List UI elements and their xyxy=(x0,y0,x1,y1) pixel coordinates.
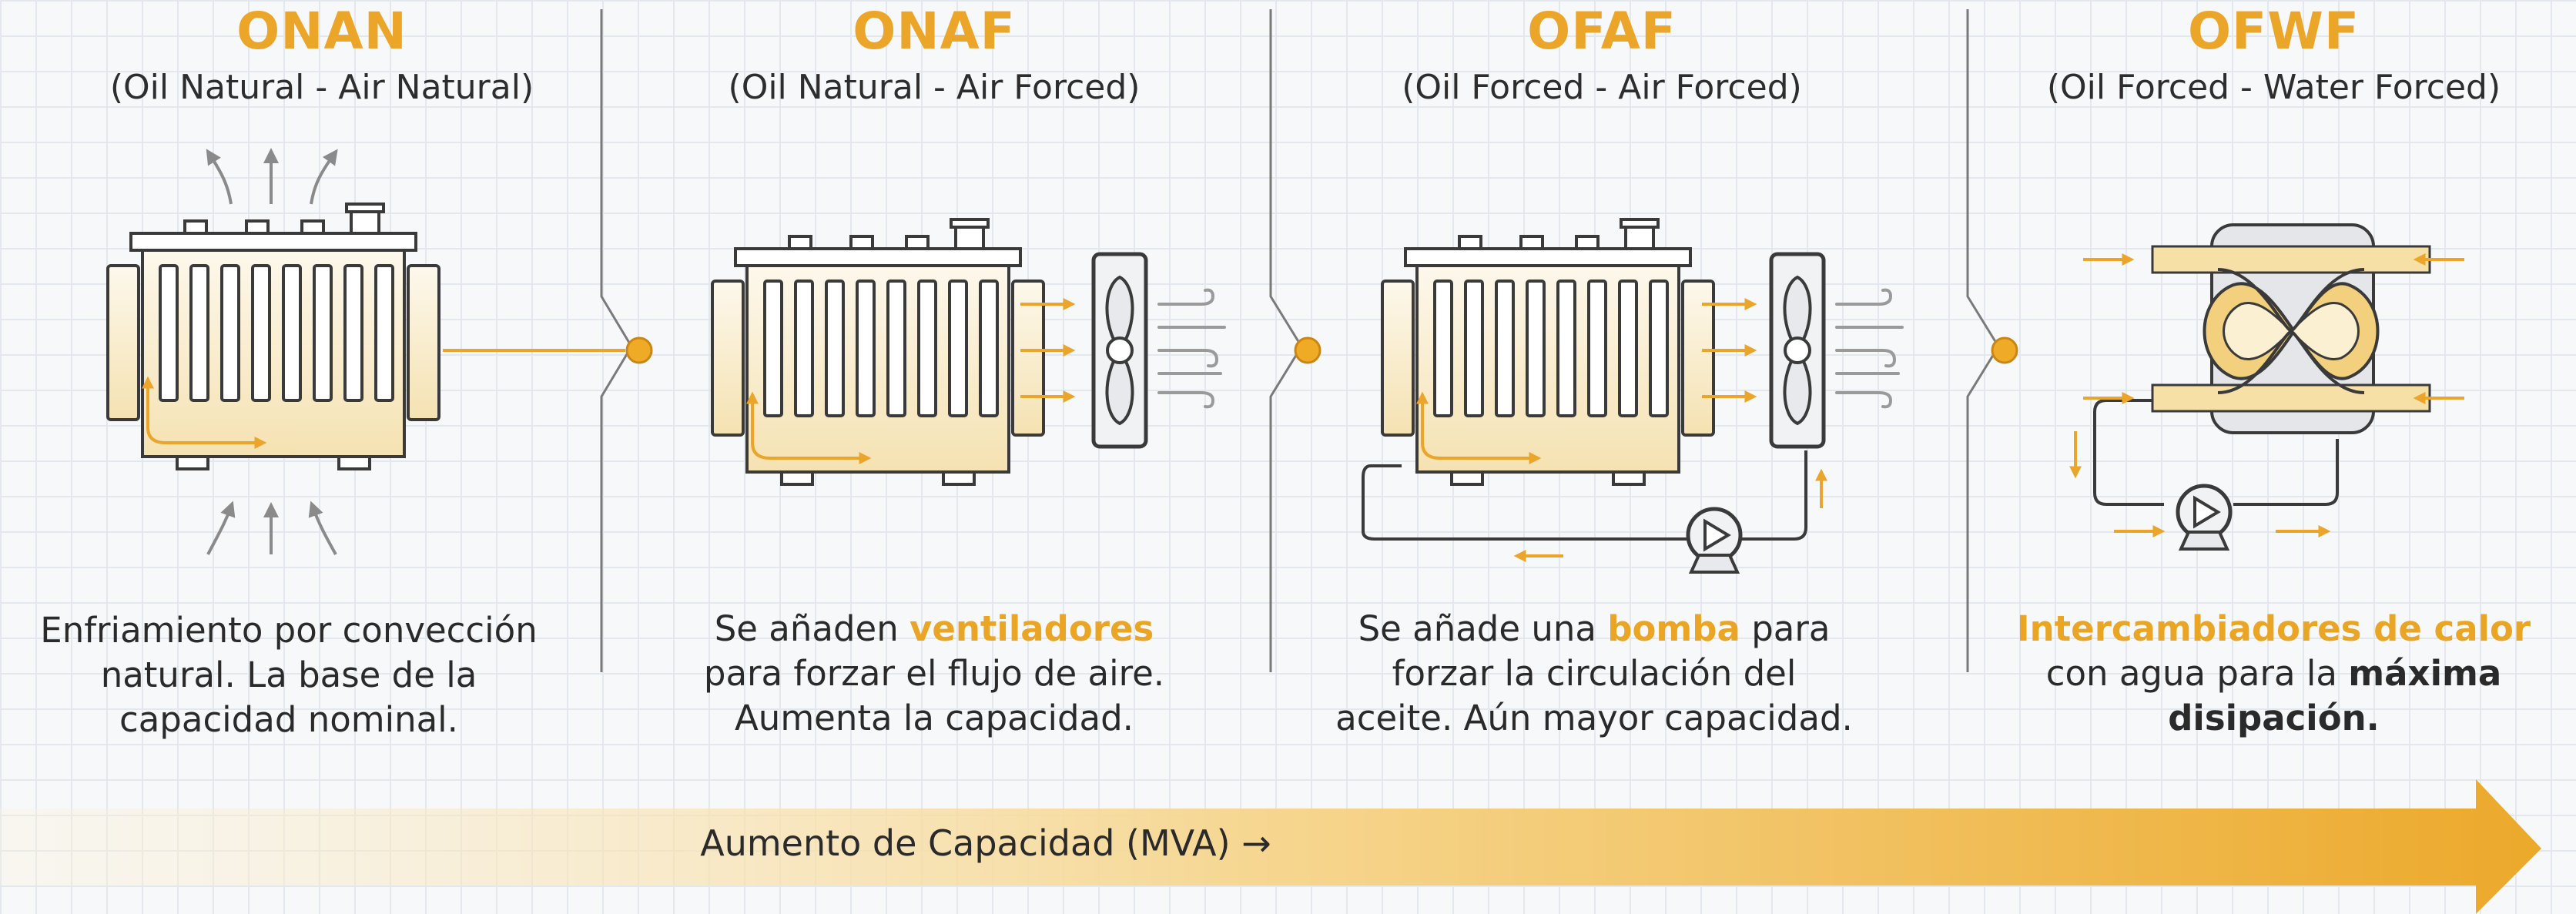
desc-text: con agua para la xyxy=(2045,653,2349,694)
desc-line: aceite. Aún mayor capacidad. xyxy=(1335,698,1853,738)
panel-description: Enfriamiento por convección natural. La … xyxy=(0,608,674,742)
ofwf-illustration xyxy=(2093,223,2431,506)
desc-line: forzar la circulación del xyxy=(1392,653,1797,694)
panel-description: Intercambiadores de calor con agua para … xyxy=(1971,607,2576,741)
desc-line: Se añaden ventiladores xyxy=(612,607,1256,651)
panel-title: OFWF xyxy=(2187,2,2360,61)
panel-title: ONAF xyxy=(853,2,1016,61)
desc-line: capacidad nominal. xyxy=(119,699,458,740)
desc-line: para forzar el flujo de aire. xyxy=(703,653,1165,694)
panel-onan: ONAN (Oil Natural - Air Natural) Enfriam… xyxy=(0,0,644,914)
panel-ofwf: OFWF (Oil Forced - Water Forced) Interca… xyxy=(1971,0,2576,914)
panel-subtitle: (Oil Natural - Air Natural) xyxy=(109,68,534,107)
panel-ofaf: OFAF (Oil Forced - Air Forced) Se añade … xyxy=(1278,0,1971,914)
panel-title: OFAF xyxy=(1527,2,1677,61)
desc-highlight: Intercambiadores de calor xyxy=(2016,608,2531,649)
panel-description: Se añade una bomba para forzar la circul… xyxy=(1248,607,1941,741)
desc-line: disipación. xyxy=(2168,698,2380,738)
panel-description: Se añaden ventiladores para forzar el fl… xyxy=(612,607,1256,741)
desc-line: Enfriamiento por convección xyxy=(40,610,538,651)
panel-subtitle: (Oil Forced - Air Forced) xyxy=(1402,68,1802,107)
desc-bold: máxima xyxy=(2348,653,2502,694)
desc-highlight: ventiladores xyxy=(909,608,1154,649)
desc-line: con agua para la máxima xyxy=(1971,651,2576,696)
panel-subtitle: (Oil Natural - Air Forced) xyxy=(728,68,1141,107)
desc-line: natural. La base de la xyxy=(100,655,477,695)
desc-line: Se añade una bomba para xyxy=(1248,607,1941,651)
desc-highlight: bomba xyxy=(1607,608,1740,649)
capacity-arrow-label: Aumento de Capacidad (MVA) → xyxy=(700,822,1271,864)
desc-text: Se añade una xyxy=(1358,608,1608,649)
panel-title: ONAN xyxy=(236,2,407,61)
panel-onaf: ONAF (Oil Natural - Air Forced) Se añade… xyxy=(612,0,1256,914)
desc-text: Se añaden xyxy=(714,608,910,649)
capacity-arrow xyxy=(0,779,2541,914)
desc-line: Aumenta la capacidad. xyxy=(735,698,1134,738)
desc-text: para xyxy=(1740,608,1831,649)
panel-subtitle: (Oil Forced - Water Forced) xyxy=(2046,68,2501,107)
